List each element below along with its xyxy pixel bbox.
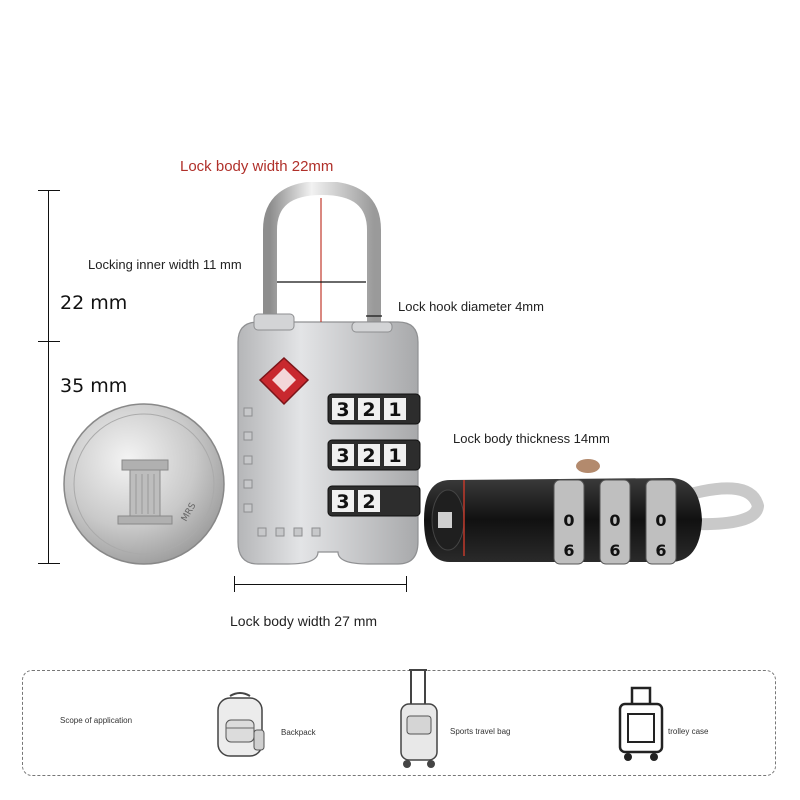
- side-dial-digit-6: 6: [655, 541, 666, 560]
- side-dial-digit-4: 6: [563, 541, 574, 560]
- dial-row3-digit1: 3: [336, 491, 349, 513]
- dial-row3-digit2: 2: [362, 491, 375, 513]
- lock-body-width-bottom-label: Lock body width 27 mm: [230, 613, 378, 629]
- coin-image: MRS: [63, 403, 225, 565]
- side-lock-image: 0 0 0 6 6 6: [424, 459, 765, 565]
- side-dial-digit-3: 0: [655, 511, 666, 530]
- bottom-width-measure-line: [234, 584, 406, 585]
- scope-item-backpack-label: Backpack: [281, 728, 316, 737]
- height-scale-tick-middle: [38, 341, 60, 342]
- front-lock-image: 3 2 1 3 2 1 3 2: [237, 182, 421, 565]
- dial-row2-digit1: 3: [336, 445, 349, 467]
- bottom-width-tick-right: [406, 576, 407, 592]
- bottom-width-tick-left: [234, 576, 235, 592]
- dial-row1-digit3: 1: [388, 399, 401, 421]
- side-dial-digit-2: 0: [609, 511, 620, 530]
- dial-row2-digit3: 1: [388, 445, 401, 467]
- height-upper-label: 22 mm: [60, 292, 128, 314]
- scope-of-application-panel: [22, 670, 776, 776]
- lock-body-thickness-label: Lock body thickness 14mm: [453, 431, 610, 446]
- scope-item-trolley-case-label: trolley case: [668, 727, 709, 736]
- side-dial-digit-1: 0: [563, 511, 574, 530]
- scope-item-travel-bag-label: Sports travel bag: [450, 727, 511, 736]
- height-lower-label: 35 mm: [60, 375, 128, 397]
- scope-title: Scope of application: [60, 716, 133, 725]
- dial-row2-digit2: 2: [362, 445, 375, 467]
- travel-bag-icon: [400, 669, 438, 768]
- backpack-icon: [217, 692, 265, 757]
- dial-row1-digit2: 2: [362, 399, 375, 421]
- lock-hook-diameter-label: Lock hook diameter 4mm: [398, 299, 544, 314]
- trolley-case-icon: [618, 686, 664, 761]
- height-scale-tick-top: [38, 190, 60, 191]
- lock-body-width-top-label: Lock body width 22mm: [180, 158, 334, 175]
- side-dial-digit-5: 6: [609, 541, 620, 560]
- height-scale-tick-bottom: [38, 563, 60, 564]
- dial-row1-digit1: 3: [336, 399, 349, 421]
- locking-inner-width-label: Locking inner width 11 mm: [88, 257, 242, 272]
- height-scale-line: [48, 190, 49, 564]
